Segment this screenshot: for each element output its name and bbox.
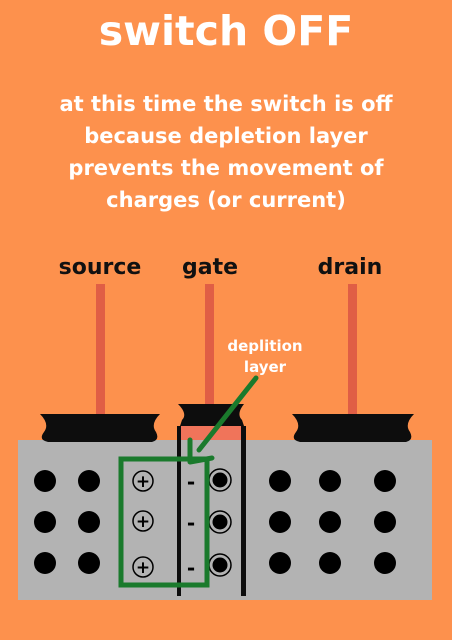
minus-sign: - [187,511,195,535]
electron-dot [212,514,228,530]
description-text: at this time the switch is off because d… [59,92,393,212]
electron-dot [212,557,228,573]
page-title: switch OFF [98,7,354,55]
hole-dot [34,470,56,492]
hole-dot [34,552,56,574]
plus-sign: + [136,472,150,492]
positive-ion-circle [132,556,154,578]
gate-contact [178,404,244,426]
gate-label: gate [181,255,239,280]
minus-sign: - [187,470,195,494]
annotation-arrow-line [196,375,259,453]
minus-sign: - [187,556,195,580]
gate-wire [205,284,214,404]
electron-dot [319,470,341,492]
depletion-annotation: deplition layer [215,336,315,378]
electron-dot [269,552,291,574]
electron-dot [319,552,341,574]
channel-divider-line [241,426,246,596]
annotation-line-1: deplition [227,337,303,355]
hole-dot [78,470,100,492]
annotation-arrowhead [187,437,215,465]
plus-sign: + [136,558,150,578]
hole-dot [34,511,56,533]
electron-dot [269,511,291,533]
source-label: source [58,255,142,280]
source-contact [40,414,160,442]
electron-dot [319,511,341,533]
hole-dot [78,552,100,574]
drain-label: drain [317,255,383,280]
drain-wire [348,284,357,414]
electron-dot [374,552,396,574]
positive-ion-circle [132,470,154,492]
electron-dot [374,511,396,533]
positive-ion-circle [132,510,154,532]
gate-oxide-line [177,426,181,596]
electron-dot [269,470,291,492]
drain-contact [292,414,414,442]
electron-dot [374,470,396,492]
source-wire [96,284,105,414]
depletion-layer-box [118,456,210,588]
electron-dot [212,472,228,488]
annotation-line-2: layer [243,358,287,376]
plus-sign: + [136,512,150,532]
hole-dot [78,511,100,533]
